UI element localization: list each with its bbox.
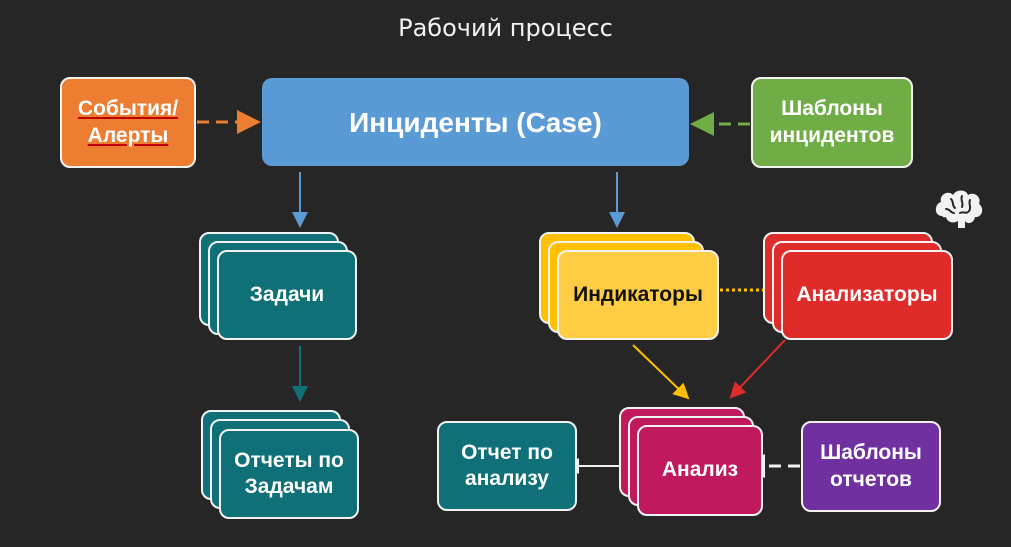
node-events-label: События/ Алерты xyxy=(77,97,179,147)
node-task-reports: Отчеты по Задачам xyxy=(219,429,359,519)
node-report-templates: Шаблоны отчетов xyxy=(801,421,941,512)
node-incident-templates-label: Шаблоны инцидентов xyxy=(769,97,895,147)
node-analyzers: Анализаторы xyxy=(781,250,953,340)
node-report-templates-label: Шаблоны отчетов xyxy=(820,441,922,491)
node-tasks: Задачи xyxy=(217,250,357,340)
arrow-analyzers-to-analysis xyxy=(729,339,786,399)
node-incidents: Инциденты (Case) xyxy=(262,78,689,166)
diagram-title: Рабочий процесс xyxy=(398,14,613,42)
arrow-indicators-to-analysis xyxy=(632,344,690,400)
node-indicators: Индикаторы xyxy=(557,250,719,340)
node-incident-templates: Шаблоны инцидентов xyxy=(751,77,913,168)
node-analysis-report: Отчет по анализу xyxy=(437,421,577,511)
node-incidents-label: Инциденты (Case) xyxy=(349,106,602,138)
node-tasks-label: Задачи xyxy=(249,282,325,306)
node-indicators-label: Индикаторы xyxy=(573,282,703,306)
node-analysis-label: Анализ xyxy=(661,458,739,482)
node-analysis: Анализ xyxy=(637,425,763,516)
node-analysis-report-label: Отчет по анализу xyxy=(461,440,553,490)
node-analyzers-label: Анализаторы xyxy=(796,282,938,306)
node-task-reports-label: Отчеты по Задачам xyxy=(234,448,344,498)
brain-icon xyxy=(935,190,983,228)
node-events: События/ Алерты xyxy=(60,77,196,168)
